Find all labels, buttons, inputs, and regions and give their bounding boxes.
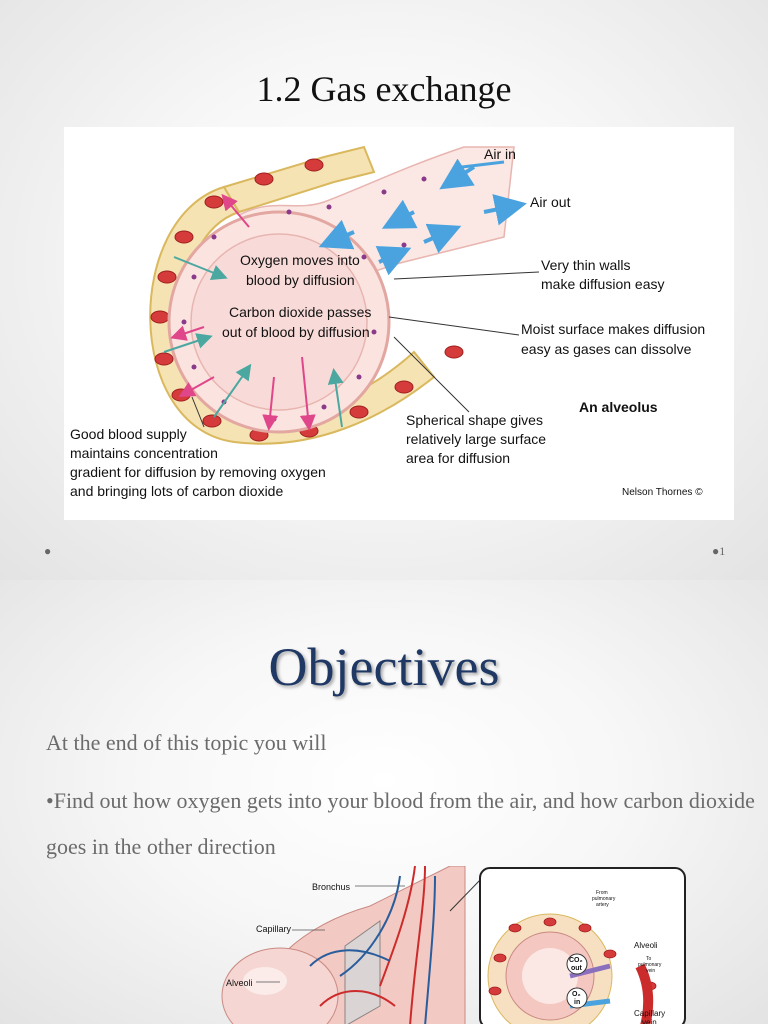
slide-objectives: Objectives At the end of this topic you … xyxy=(0,580,768,1024)
label-blood-1: Good blood supply xyxy=(70,426,187,442)
label-blood-4: and bringing lots of carbon dioxide xyxy=(70,483,283,499)
label-to-pulmonary-3: vein xyxy=(646,968,655,974)
label-alveoli: Alveoli xyxy=(226,978,253,988)
label-o2-in-2: in xyxy=(574,999,580,1006)
label-oxygen-2: blood by diffusion xyxy=(246,272,355,288)
oxygen-arrows xyxy=(170,193,316,431)
capillary-top-band xyxy=(222,145,376,214)
label-to-pulmonary-2: pulmonary xyxy=(638,962,662,968)
label-thin-walls-2: make diffusion easy xyxy=(541,276,664,292)
label-spherical-3: area for diffusion xyxy=(406,450,510,466)
label-spherical-2: relatively large surface xyxy=(406,431,546,447)
label-spherical-1: Spherical shape gives xyxy=(406,412,543,428)
label-o2-in-1: O₂ xyxy=(572,991,581,998)
label-from-pulmonary-3: artery xyxy=(596,902,609,908)
label-capillary-vein-1: Capillary xyxy=(634,1009,665,1018)
label-alveolus: An alveolus xyxy=(579,399,658,415)
label-blood-2: maintains concentration xyxy=(70,445,218,461)
label-from-pulmonary-1: From xyxy=(596,890,608,896)
lung-svg: Bronchus Capillary Alveoli xyxy=(221,865,686,1024)
label-alveoli-right: Alveoli xyxy=(634,941,658,950)
lung-diagram: Bronchus Capillary Alveoli xyxy=(220,865,690,1024)
red-blood-cells xyxy=(150,158,464,442)
intro-text: At the end of this topic you will xyxy=(46,730,327,755)
label-air-in: Air in xyxy=(484,146,516,162)
slide-title-objectives: Objectives xyxy=(268,637,500,697)
label-thin-walls-1: Very thin walls xyxy=(541,257,630,273)
label-co2-out-1: CO₂ xyxy=(569,957,583,964)
slide-number: ●1 xyxy=(712,544,726,558)
alveolus-svg: Air in Air out Oxygen moves into blood b… xyxy=(70,145,705,499)
blood-vessels xyxy=(309,865,436,1024)
label-from-pulmonary-2: pulmonary xyxy=(592,896,616,902)
slide-gas-exchange: 1.2 Gas exchange xyxy=(0,0,768,580)
objective-bullet: •Find out how oxygen gets into your bloo… xyxy=(46,788,755,859)
label-air-out: Air out xyxy=(530,194,571,210)
leader-lines xyxy=(191,271,540,428)
footer-bullet-left: ● xyxy=(44,544,52,558)
label-credit: Nelson Thornes © xyxy=(622,487,703,498)
co2-arrows xyxy=(163,256,344,428)
air-in-arrow xyxy=(461,160,505,169)
label-capillary-vein-2: vein xyxy=(642,1018,657,1024)
label-co2-2: out of blood by diffusion xyxy=(222,324,370,340)
label-moist-2: easy as gases can dissolve xyxy=(521,341,692,357)
alveolus-lumen xyxy=(190,233,368,411)
label-moist-1: Moist surface makes diffusion xyxy=(521,321,705,337)
air-flow-arrows xyxy=(318,158,527,276)
label-blood-3: gradient for diffusion by removing oxyge… xyxy=(70,464,326,480)
alveolus-diagram: Air in Air out Oxygen moves into blood b… xyxy=(64,127,734,520)
label-capillary: Capillary xyxy=(256,924,292,934)
label-co2-out-2: out xyxy=(571,965,583,972)
label-bronchus: Bronchus xyxy=(312,882,351,892)
label-oxygen: Oxygen moves into xyxy=(240,252,360,268)
label-to-pulmonary-1: To xyxy=(646,956,652,962)
label-co2-1: Carbon dioxide passes xyxy=(229,304,371,320)
slide-title: 1.2 Gas exchange xyxy=(256,69,512,109)
